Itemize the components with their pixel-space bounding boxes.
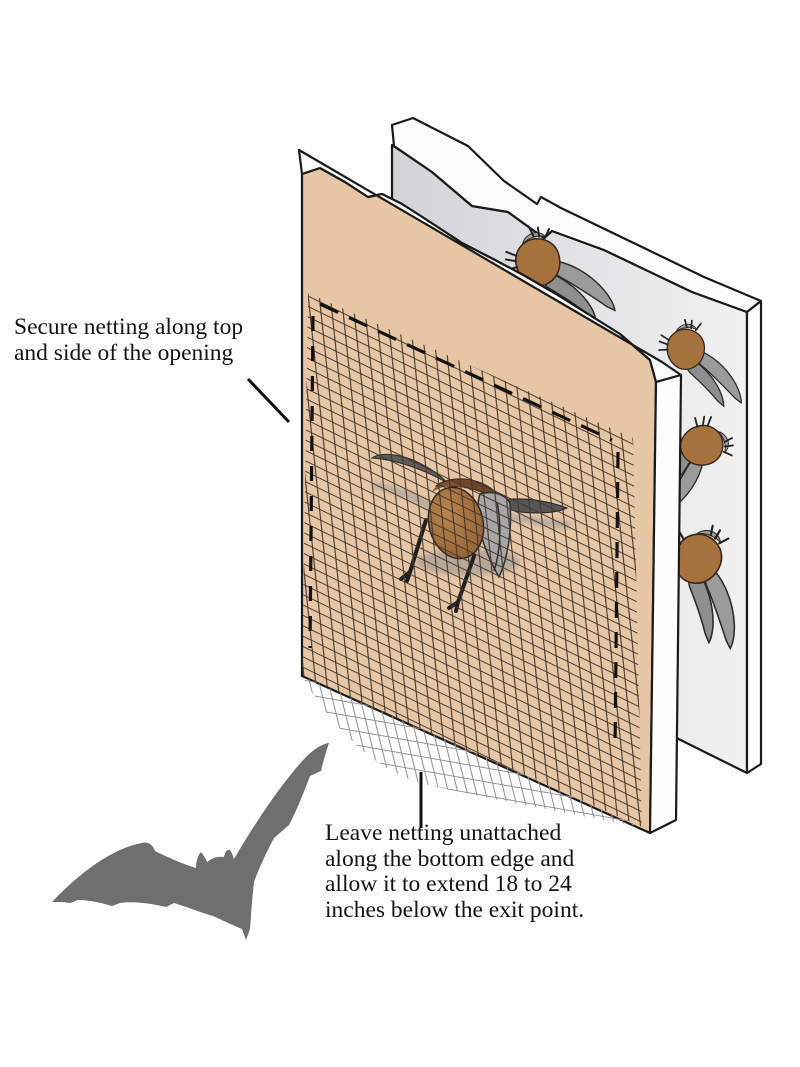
leader-line-secure-netting	[246, 377, 291, 424]
attachment-dashed-line	[308, 302, 620, 753]
label-secure-netting-line1: Secure netting along top	[14, 314, 244, 340]
attachment-dash-top	[319, 302, 613, 442]
label-secure-netting: Secure netting along top and side of the…	[14, 314, 243, 366]
label-secure-netting-line2: and side of the opening	[14, 340, 234, 366]
label-leave-netting-line3: allow it to extend 18 to 24	[325, 871, 572, 897]
label-leave-netting-line2: along the bottom edge and	[325, 845, 575, 872]
netting	[302, 293, 642, 827]
attachment-dash-left	[308, 315, 315, 649]
label-leave-netting: Leave netting unattached along the botto…	[325, 820, 585, 923]
flying-bat-silhouette	[52, 743, 329, 940]
back-wall-right-edge	[745, 299, 763, 775]
label-leave-netting-line1: Leave netting unattached	[325, 820, 562, 846]
label-leave-netting-line4: inches below the exit point.	[325, 896, 585, 923]
front-wall-right-edge	[648, 373, 683, 835]
attachment-dash-right	[613, 451, 620, 753]
